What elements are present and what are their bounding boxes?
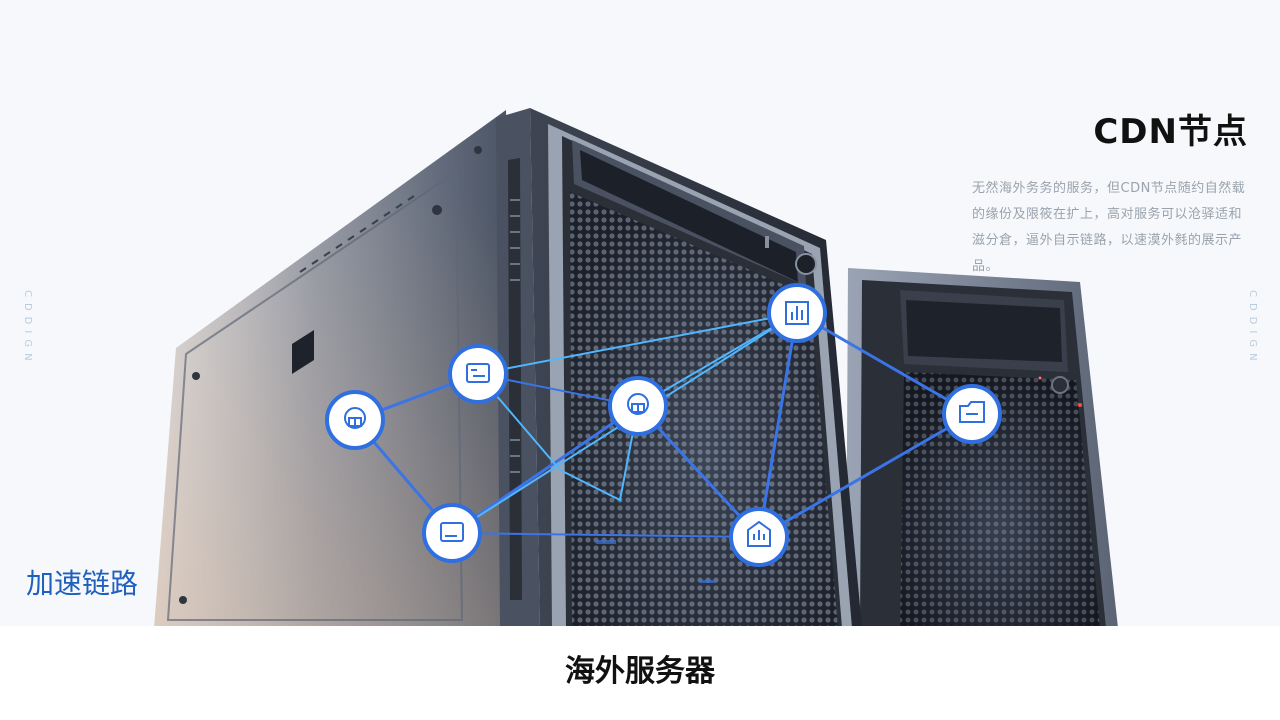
node-panel <box>448 344 508 404</box>
node-cloud-left <box>325 390 385 450</box>
panel-icon <box>466 363 490 383</box>
network-nodes <box>325 283 1002 567</box>
caption-band <box>0 626 1280 720</box>
side-text-right: CDDIGN <box>1247 290 1258 367</box>
chart-box-icon <box>747 520 771 547</box>
accent-label: 加速链路 <box>26 567 139 600</box>
bar-chart-icon <box>785 301 809 325</box>
monitor-icon <box>440 522 464 542</box>
node-chart-bottom <box>729 507 789 567</box>
server-rear <box>846 268 1118 628</box>
caption-title: 海外服务器 <box>565 654 715 689</box>
node-monitor <box>422 503 482 563</box>
cloud-user-icon <box>627 393 649 415</box>
description-text: 无然海外务务的服务，但CDN节点随约自然载的缘份及限筱在扩上，高对服务可以沧驿适… <box>972 181 1246 274</box>
page-title: CDN节点 <box>1093 112 1248 152</box>
cloud-user-icon <box>344 407 366 429</box>
folder-icon <box>959 401 985 423</box>
node-cloud-center <box>608 376 668 436</box>
node-chart-top <box>767 283 827 343</box>
side-text-left: CDDIGN <box>22 290 33 367</box>
node-folder-right <box>942 384 1002 444</box>
